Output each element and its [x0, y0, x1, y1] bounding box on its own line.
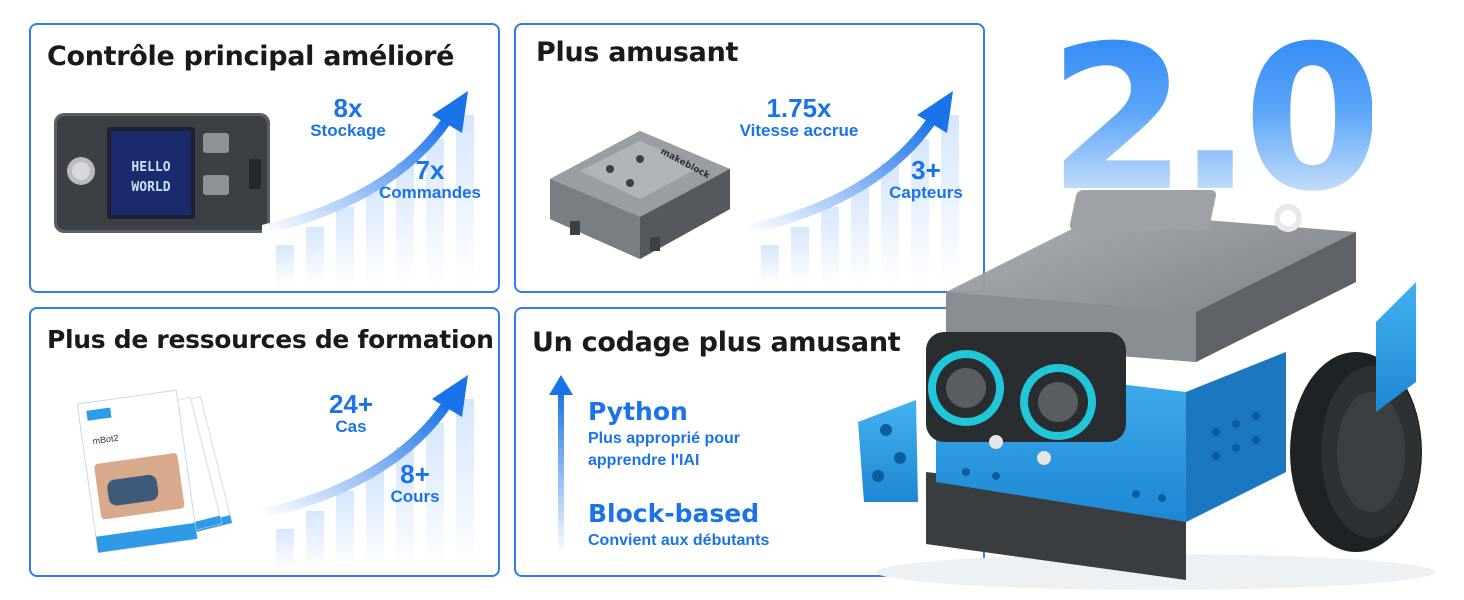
stat-speed: 1.75x Vitesse accrue: [724, 93, 874, 141]
level-desc-line: Plus approprié pour: [588, 430, 741, 447]
stat-commands: 7x Commandes: [365, 155, 495, 203]
level-name: Block-based: [588, 499, 760, 528]
card-title: Plus de ressources de formation: [47, 325, 494, 354]
stat-label: Vitesse accrue: [739, 121, 859, 141]
stat-value: 8x: [333, 93, 363, 123]
stat-value: 3+: [911, 155, 941, 185]
version-heading: 2.0: [1048, 3, 1382, 236]
level-name: Python: [588, 397, 688, 426]
level-desc-line: apprendre l'IAI: [588, 451, 700, 469]
stat-label: Capteurs: [889, 183, 963, 203]
screen-line-1: HELLO: [131, 160, 170, 175]
expansion-board-image: makeblock: [550, 131, 730, 259]
booklet-image: mBot2: [76, 389, 233, 554]
stat-label: Commandes: [378, 183, 482, 203]
level-desc-line: Convient aux débutants: [588, 532, 770, 549]
card-title: Un codage plus amusant: [532, 327, 901, 358]
coding-level-python: Python Plus approprié pour apprendre l'I…: [588, 397, 740, 471]
up-arrow-icon: [549, 375, 573, 555]
resources-card: Plus de ressources de formation mBot2: [29, 307, 500, 577]
robot-image: [858, 190, 1436, 590]
growth-chart-icon: [262, 375, 474, 569]
stat-value: 24+: [328, 389, 374, 419]
stat-storage: 8x Stockage: [303, 93, 393, 141]
controller-image: HELLO WORLD: [54, 113, 270, 233]
fun-card: Plus amusant makeblock 1.75x Vitesse acc…: [514, 23, 985, 293]
stat-cases: 24+ Cas: [311, 389, 391, 437]
booklet-title: mBot2: [92, 433, 119, 447]
screen-line-2: WORLD: [131, 180, 170, 195]
stat-value: 8+: [400, 459, 430, 489]
growth-chart-icon: [262, 91, 474, 285]
card-title: Contrôle principal amélioré: [47, 41, 455, 72]
growth-chart-icon: [747, 91, 959, 285]
stat-value: 7x: [415, 155, 445, 185]
card-title: Plus amusant: [536, 37, 739, 68]
stat-label: Cas: [335, 417, 367, 437]
stat-sensors: 3+ Capteurs: [876, 155, 976, 203]
coding-level-block: Block-based Convient aux débutants: [588, 499, 769, 552]
stat-value: 1.75x: [766, 93, 832, 123]
stat-courses: 8+ Cours: [375, 459, 455, 507]
stat-label: Stockage: [310, 121, 386, 141]
stat-label: Cours: [390, 487, 440, 507]
controller-card: Contrôle principal amélioré HELLO WORLD …: [29, 23, 500, 293]
